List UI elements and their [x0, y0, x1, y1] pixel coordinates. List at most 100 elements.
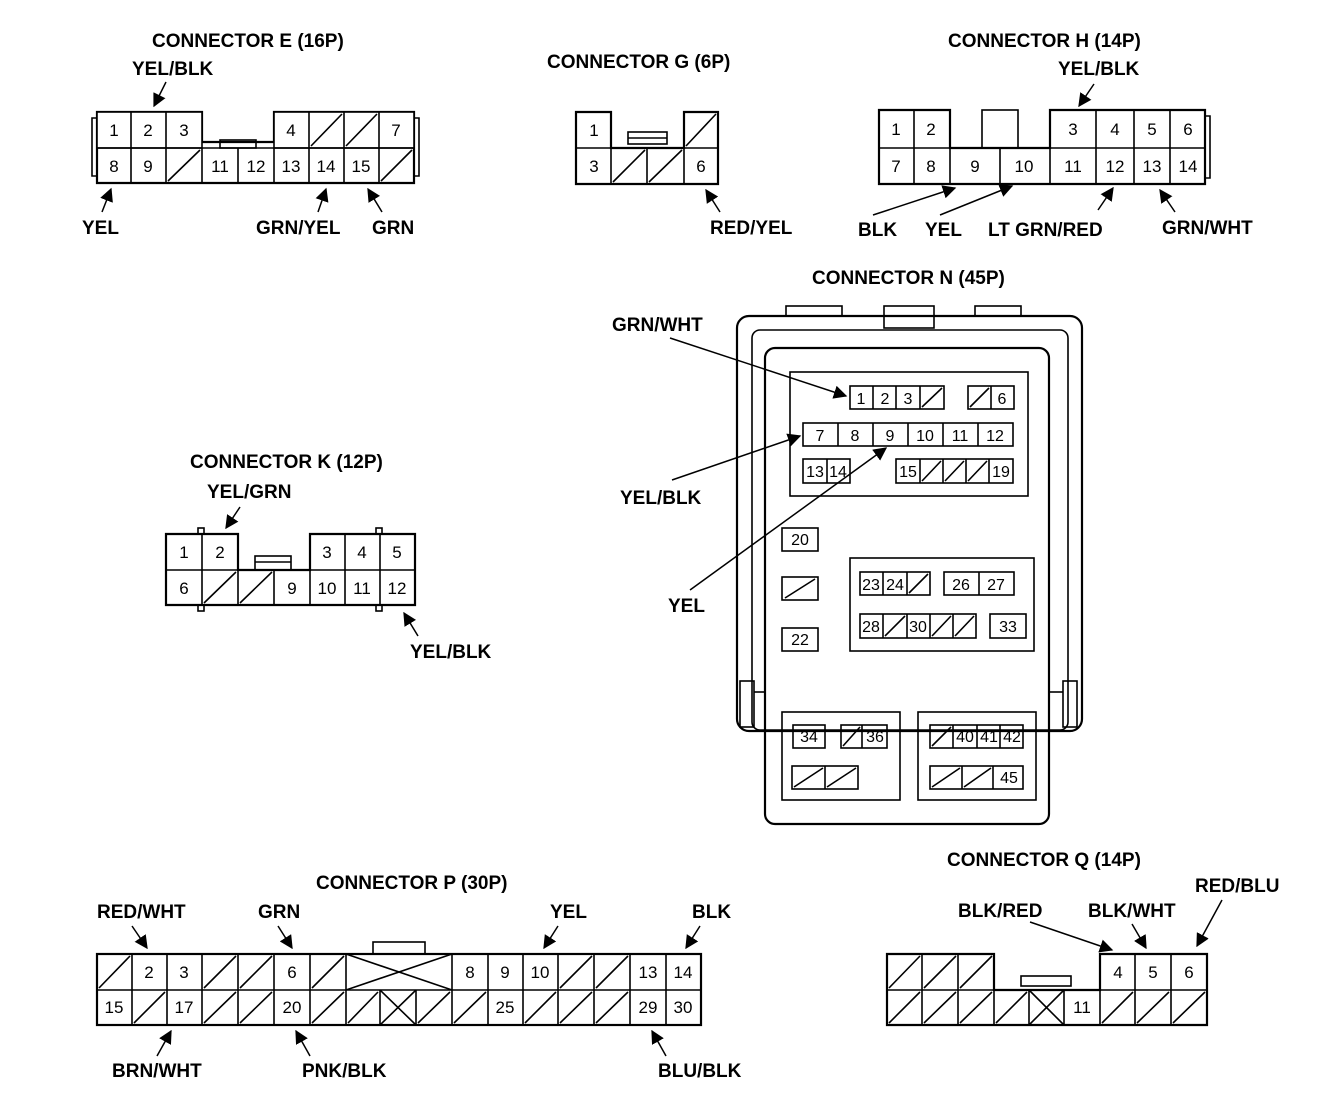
wire-label: BLK [858, 220, 897, 241]
pin-label: 11 [1073, 998, 1091, 1017]
pin-label: 8 [851, 428, 860, 445]
wire-label: BLK/RED [958, 901, 1042, 922]
connector-q-title: CONNECTOR Q (14P) [947, 850, 1141, 871]
wire-label: YEL [925, 220, 962, 241]
pin-label: 12 [388, 579, 407, 598]
pin-label: 36 [866, 729, 884, 746]
pin-label: 2 [881, 391, 890, 408]
wire-label: GRN/YEL [256, 218, 341, 239]
pin-label: 4 [1113, 963, 1122, 982]
pin-label: 4 [357, 543, 366, 562]
pin-label: 27 [987, 577, 1005, 594]
pin-label: 9 [500, 963, 509, 982]
connector-g: CONNECTOR G (6P) 1 3 6 RED/YEL [547, 52, 793, 239]
pin-label: 2 [144, 963, 153, 982]
pin-label: 12 [247, 157, 266, 176]
connector-h-title: CONNECTOR H (14P) [948, 31, 1141, 52]
connector-e: CONNECTOR E (16P) 1 2 3 4 7 8 9 11 12 13 [82, 31, 420, 239]
pin-label: 11 [1064, 157, 1082, 176]
pin-label: 34 [800, 729, 818, 746]
pin-label: 23 [862, 577, 880, 594]
pin-label: 15 [899, 464, 917, 481]
pin-label: 3 [179, 121, 188, 140]
pin-label: 30 [909, 619, 927, 636]
connector-h: CONNECTOR H (14P) 1 2 3 4 5 6 7 8 9 10 1… [858, 31, 1253, 241]
pin-label: 20 [283, 998, 302, 1017]
pin-label: 1 [109, 121, 118, 140]
pin-label: 10 [1015, 157, 1034, 176]
pin-label: 20 [791, 532, 809, 549]
pin-label: 8 [926, 157, 935, 176]
pin-label: 9 [970, 157, 979, 176]
pin-label: 2 [926, 120, 935, 139]
pin-label: 5 [1147, 120, 1156, 139]
pin-label: 15 [105, 998, 124, 1017]
pin-label: 14 [674, 963, 693, 982]
pin-label: 28 [862, 619, 880, 636]
pin-label: 12 [1106, 157, 1125, 176]
pin-label: 5 [392, 543, 401, 562]
pin-label: 9 [886, 428, 895, 445]
connector-g-title: CONNECTOR G (6P) [547, 52, 730, 73]
wire-label: YEL/BLK [620, 488, 702, 509]
pin-label: 10 [318, 579, 337, 598]
pin-label: 41 [980, 729, 998, 746]
pin-label: 33 [999, 619, 1017, 636]
wire-label: GRN/WHT [1162, 218, 1253, 239]
pin-label: 3 [1068, 120, 1077, 139]
pin-label: 10 [531, 963, 550, 982]
wire-label: GRN [258, 902, 300, 923]
pin-label: 17 [175, 998, 194, 1017]
wire-label: YEL/BLK [410, 642, 492, 663]
pin-label: 9 [143, 157, 152, 176]
pin-label: 40 [956, 729, 974, 746]
pin-label: 29 [639, 998, 658, 1017]
pin-label: 15 [352, 157, 371, 176]
pin-label: 11 [952, 428, 969, 445]
connector-q: CONNECTOR Q (14P) 4 5 6 11 BLK/RED BLK/W… [885, 850, 1279, 1027]
pin-label: 13 [806, 464, 824, 481]
wire-label: RED/WHT [97, 902, 186, 923]
pin-label: 14 [829, 464, 847, 481]
wire-label: YEL/BLK [132, 59, 214, 80]
wire-label: GRN [372, 218, 414, 239]
wire-label: GRN/WHT [612, 315, 703, 336]
pin-label: 14 [1179, 157, 1198, 176]
wire-label: YEL [668, 596, 705, 617]
pin-label: 7 [391, 121, 400, 140]
pin-label: 8 [465, 963, 474, 982]
connector-k-title: CONNECTOR K (12P) [190, 452, 383, 473]
pin-label: 26 [952, 577, 970, 594]
pin-label: 13 [1143, 157, 1162, 176]
pin-label: 3 [322, 543, 331, 562]
pin-label: 1 [891, 120, 900, 139]
pin-label: 25 [496, 998, 515, 1017]
pin-label: 9 [287, 579, 296, 598]
pin-label: 1 [179, 543, 188, 562]
pin-label: 4 [1110, 120, 1119, 139]
pin-label: 3 [904, 391, 913, 408]
connector-k: CONNECTOR K (12P) 1 2 3 4 5 6 9 10 11 12… [164, 452, 492, 663]
connector-p: CONNECTOR P (30P) [95, 873, 742, 1082]
pin-label: 11 [211, 157, 229, 176]
pin-label: 24 [886, 577, 904, 594]
pin-label: 8 [109, 157, 118, 176]
wire-label: YEL/GRN [207, 482, 291, 503]
connector-p-title: CONNECTOR P (30P) [316, 873, 507, 894]
pin-label: 45 [1000, 770, 1018, 787]
wire-label: RED/YEL [710, 218, 793, 239]
wire-label: PNK/BLK [302, 1061, 387, 1082]
pin-label: 6 [998, 391, 1007, 408]
pin-label: 3 [179, 963, 188, 982]
wire-label: BLU/BLK [658, 1061, 742, 1082]
wire-label: RED/BLU [1195, 876, 1279, 897]
wire-label: YEL [82, 218, 119, 239]
pin-label: 2 [143, 121, 152, 140]
pin-label: 10 [916, 428, 934, 445]
wire-label: YEL [550, 902, 587, 923]
pin-label: 5 [1148, 963, 1157, 982]
pin-label: 4 [286, 121, 295, 140]
pin-label: 1 [589, 121, 598, 140]
pin-label: 14 [317, 157, 336, 176]
